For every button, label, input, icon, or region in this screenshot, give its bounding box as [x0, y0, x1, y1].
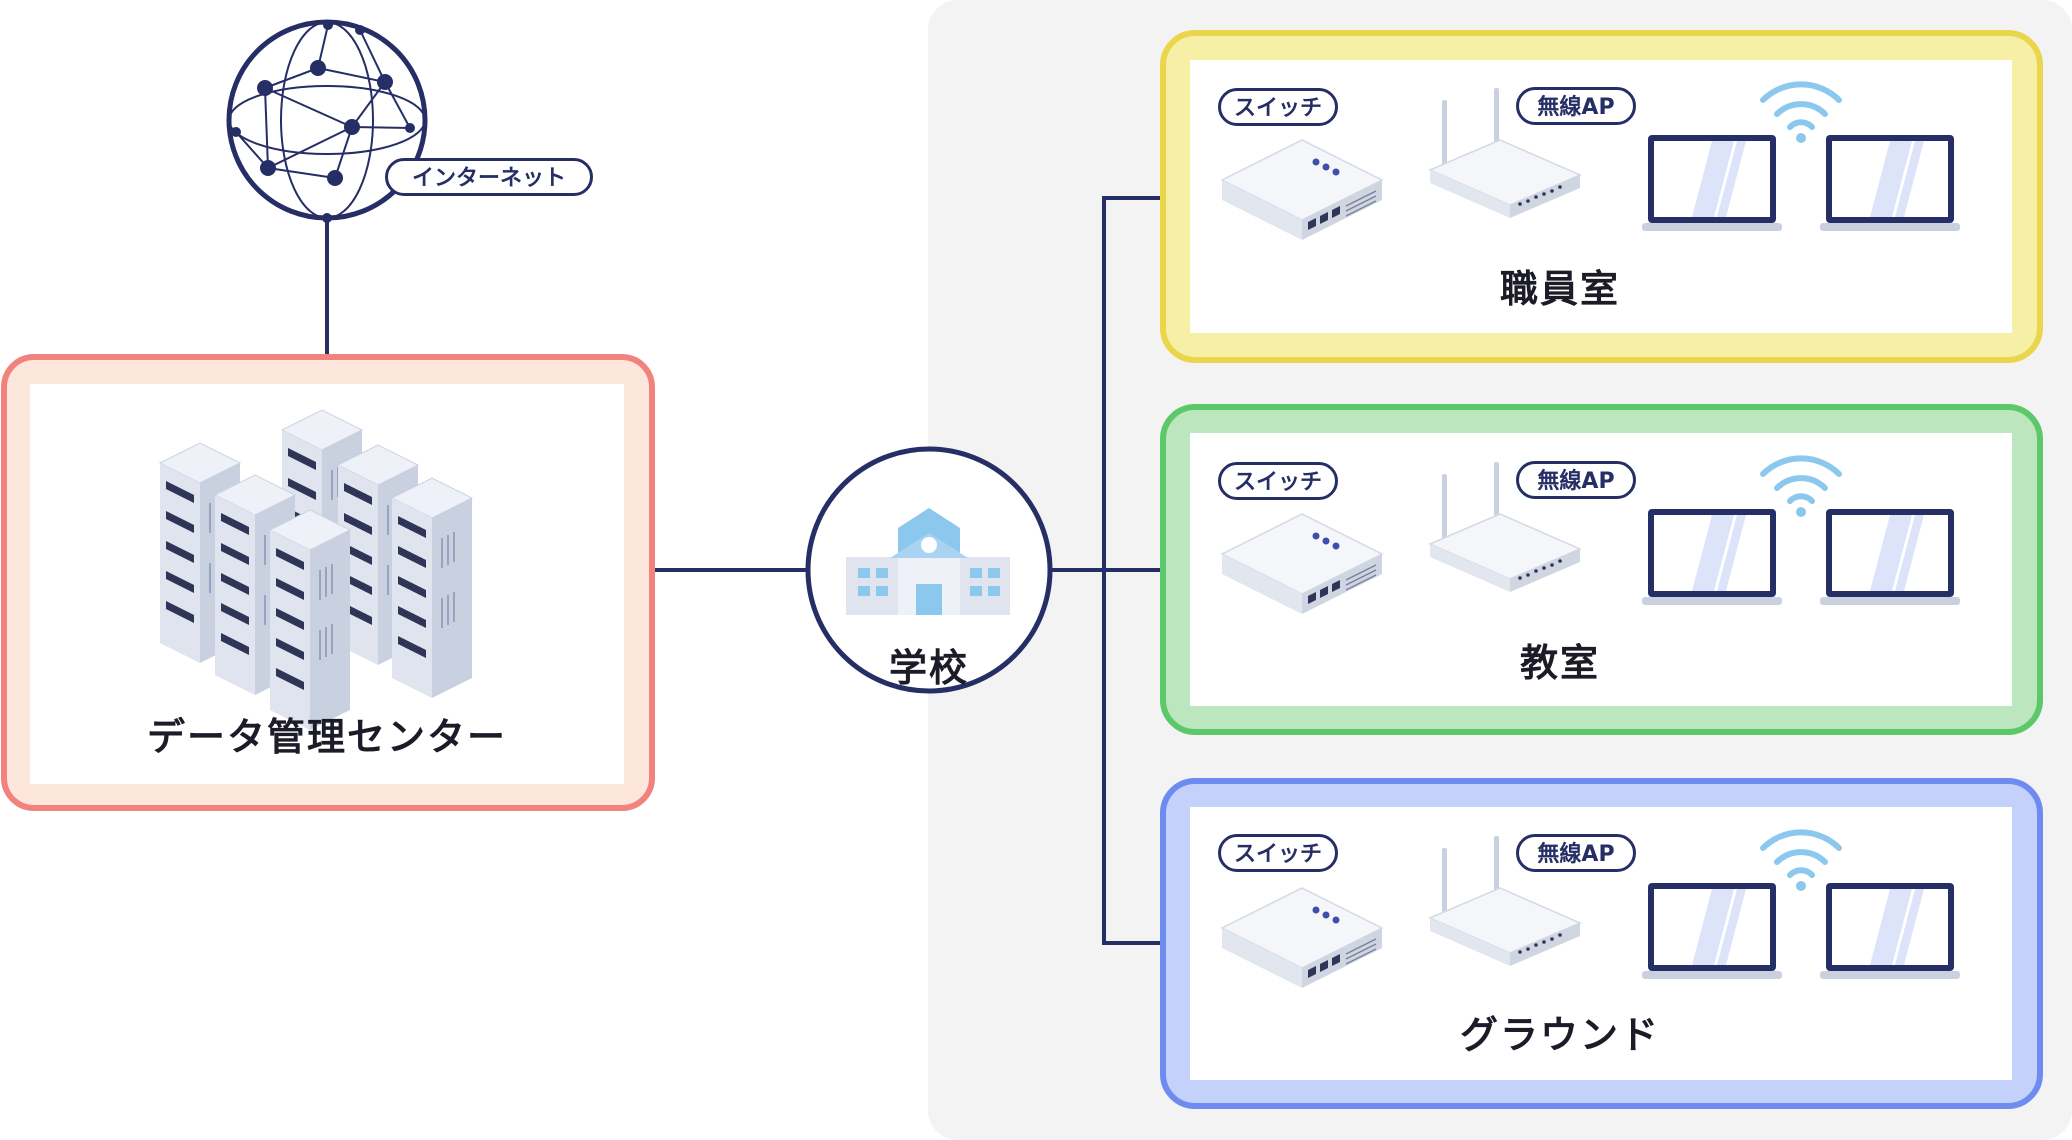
switch-label: スイッチ	[1218, 834, 1338, 872]
internet-label: インターネット	[385, 158, 593, 196]
access-point-label: 無線AP	[1516, 461, 1636, 499]
room-name-classroom: 教室	[1519, 641, 1600, 685]
laptop-icon	[1642, 135, 1782, 231]
access-point-label: 無線AP	[1516, 87, 1636, 125]
room-name-ground: グラウンド	[1459, 1013, 1660, 1057]
access-point-label: 無線AP	[1516, 834, 1636, 872]
laptop-icon	[1642, 883, 1782, 979]
school-label: 学校	[888, 646, 969, 690]
switch-label: スイッチ	[1218, 462, 1338, 500]
laptop-icon	[1820, 509, 1960, 605]
datacenter-label: データ管理センター	[146, 715, 507, 759]
laptop-icon	[1820, 883, 1960, 979]
switch-label: スイッチ	[1218, 88, 1338, 126]
laptop-icon	[1642, 509, 1782, 605]
connection-lines	[325, 196, 1163, 945]
school-building-icon	[846, 508, 1010, 615]
laptop-icon	[1820, 135, 1960, 231]
room-name-staffroom: 職員室	[1499, 267, 1620, 311]
school-node	[805, 446, 1053, 694]
globe-icon	[226, 19, 428, 223]
